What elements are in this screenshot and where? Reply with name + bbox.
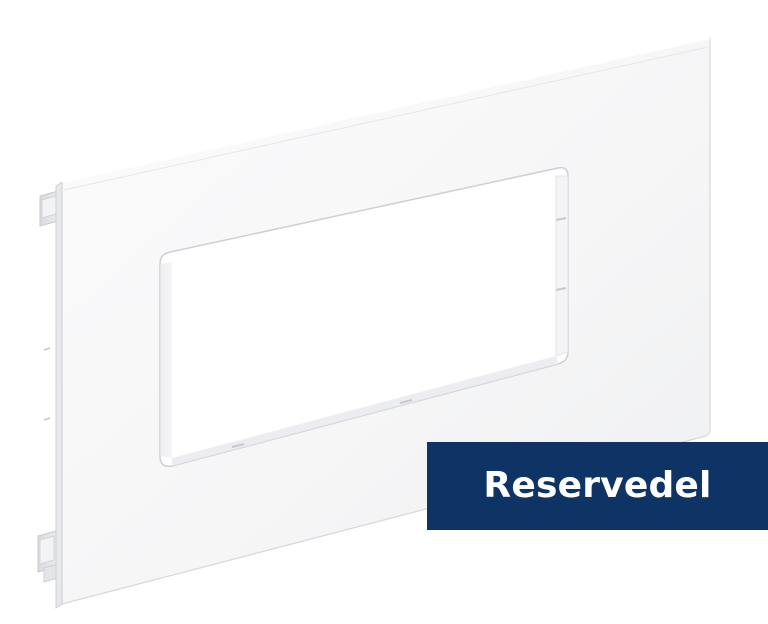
plate-cutout <box>159 166 569 468</box>
spare-part-badge: Reservedel <box>427 442 768 530</box>
plate-left-edge <box>55 181 63 609</box>
